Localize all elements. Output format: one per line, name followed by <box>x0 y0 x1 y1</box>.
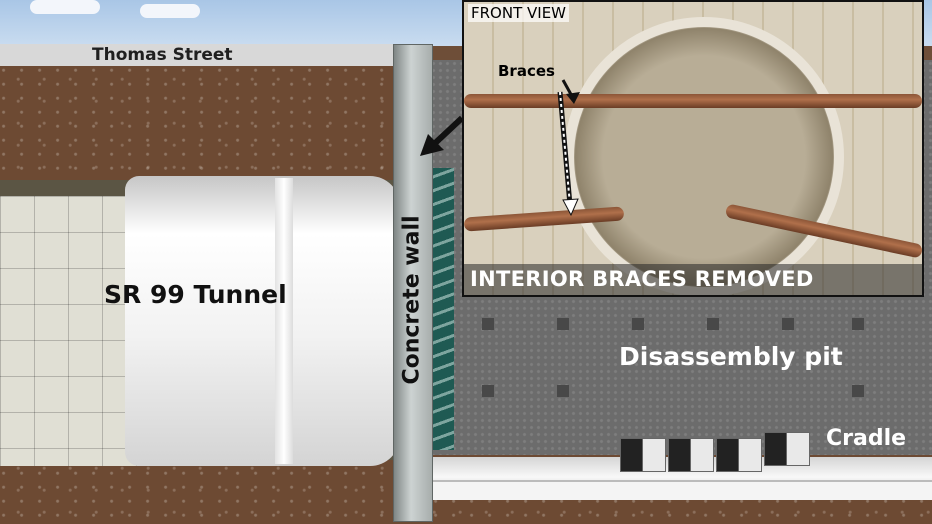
cloud <box>140 4 200 18</box>
inset-title: FRONT VIEW <box>468 4 570 22</box>
pit-marker <box>852 318 864 330</box>
cradle-block <box>738 438 762 472</box>
cradle-label: Cradle <box>826 426 907 451</box>
tunnel-label: SR 99 Tunnel <box>104 280 287 309</box>
tunnel-segments <box>0 196 142 466</box>
braces-label: Braces <box>498 62 555 80</box>
inset-caption-band <box>464 264 922 295</box>
cradle-block <box>716 438 740 472</box>
tunnel-opening <box>564 17 844 295</box>
pit-marker <box>632 318 644 330</box>
pit-marker <box>482 318 494 330</box>
inset-caption: INTERIOR BRACES REMOVED <box>470 267 814 291</box>
pit-marker <box>707 318 719 330</box>
pit-marker <box>482 385 494 397</box>
pit-marker <box>557 385 569 397</box>
wall-label: Concrete wall <box>399 215 425 385</box>
pit-marker <box>557 318 569 330</box>
brace-pipe-upper <box>464 94 922 108</box>
cradle-block <box>690 438 714 472</box>
cloud <box>30 0 100 14</box>
cradle-block <box>642 438 666 472</box>
cradle-block <box>668 438 692 472</box>
tunnel-boring-machine <box>125 176 400 466</box>
cradle-block <box>620 438 644 472</box>
cradle-base <box>433 480 932 500</box>
cradle-block <box>786 432 810 466</box>
soil-upper <box>0 66 400 188</box>
pit-marker <box>852 385 864 397</box>
tbm-seam <box>275 178 293 464</box>
concrete-wall <box>393 44 433 522</box>
pit-label: Disassembly pit <box>619 342 843 371</box>
cradle-block <box>764 432 788 466</box>
front-view-inset: FRONT VIEW Braces INTERIOR BRACES REMOVE… <box>462 0 924 297</box>
street-label: Thomas Street <box>92 45 233 65</box>
pit-marker <box>782 318 794 330</box>
